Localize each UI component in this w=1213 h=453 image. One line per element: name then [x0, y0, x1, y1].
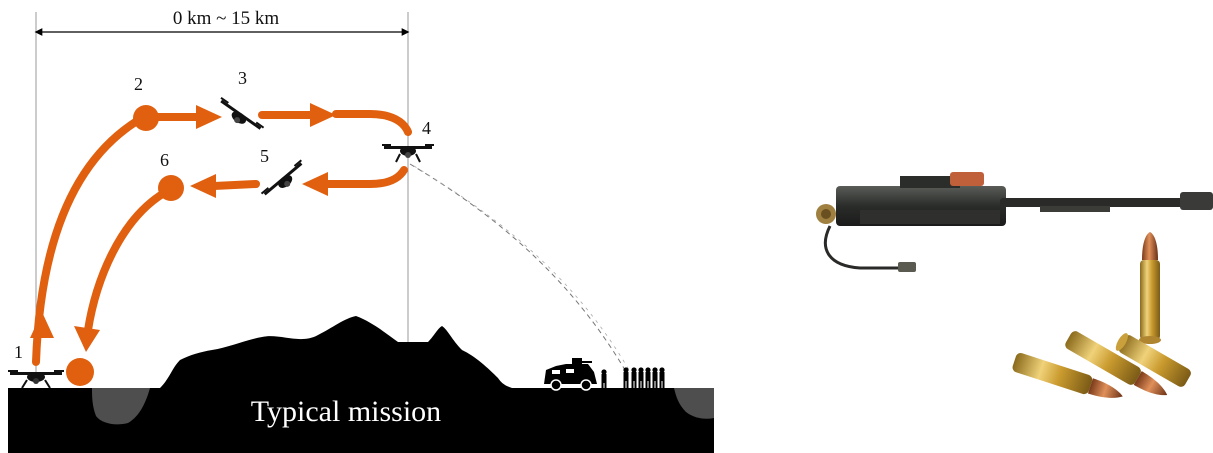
ground-silhouette — [8, 316, 714, 453]
path-segment-4-turn — [336, 114, 408, 132]
path-segment-6-landing — [88, 193, 164, 330]
waypoint-6-marker — [158, 175, 184, 201]
arrow-up-1 — [30, 312, 54, 338]
path-segment-5-6 — [214, 184, 256, 186]
cartridges-image — [1011, 232, 1192, 406]
arrow-right-2 — [196, 105, 222, 129]
terrain: Typical mission — [8, 316, 714, 453]
waypoint-label-3: 3 — [238, 68, 247, 88]
arrow-left-6 — [190, 174, 216, 198]
arrow-right-3 — [310, 103, 336, 127]
waypoint-label-6: 6 — [160, 150, 169, 170]
mission-label: Typical mission — [251, 395, 441, 428]
waypoint-label-1: 1 — [14, 342, 23, 362]
armored-vehicle-icon — [544, 358, 597, 390]
range-label: 0 km ~ 15 km — [173, 8, 280, 29]
arrow-down-landing — [74, 326, 100, 352]
waypoint-label-4: 4 — [422, 118, 431, 138]
arrow-left-5 — [302, 172, 328, 196]
drone-icon-1 — [8, 370, 64, 388]
soldiers-icon — [601, 367, 664, 389]
waypoint-2-marker — [133, 105, 159, 131]
drone-icon-3 — [214, 97, 264, 137]
flight-arrows — [30, 103, 336, 352]
landing-marker — [66, 358, 94, 386]
path-segment-4-5 — [328, 170, 404, 184]
waypoint-label-5: 5 — [260, 146, 269, 166]
waypoint-label-2: 2 — [134, 74, 143, 94]
